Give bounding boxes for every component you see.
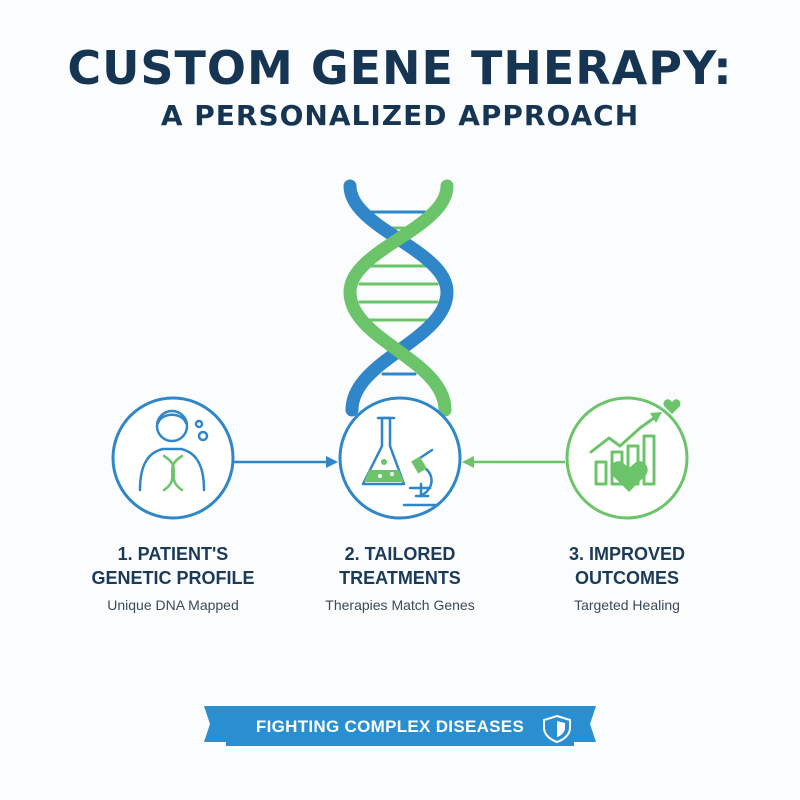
step-2-subtitle: Therapies Match Genes — [325, 597, 475, 613]
dna-helix-icon — [343, 179, 454, 417]
banner-label: FIGHTING COMPLEX DISEASES — [255, 717, 525, 736]
banner-ribbon — [204, 706, 596, 746]
step-3-subtitle: Targeted Healing — [574, 597, 680, 613]
main-subtitle: A PERSONALIZED APPROACH — [160, 99, 640, 132]
improved-outcome-node — [565, 396, 689, 520]
step-1-subtitle: Unique DNA Mapped — [107, 597, 239, 613]
arrow-left — [462, 456, 565, 468]
main-title: CUSTOM GENE THERAPY: — [67, 41, 733, 95]
shield-icon — [543, 714, 571, 744]
arrow-right — [234, 456, 338, 468]
rising-chart-heart-icon — [589, 399, 681, 492]
person-dna-icon — [138, 409, 209, 492]
flask-microscope-icon — [361, 416, 440, 507]
patient-profile-node — [111, 396, 235, 520]
tailored-treatment-node — [338, 396, 462, 520]
